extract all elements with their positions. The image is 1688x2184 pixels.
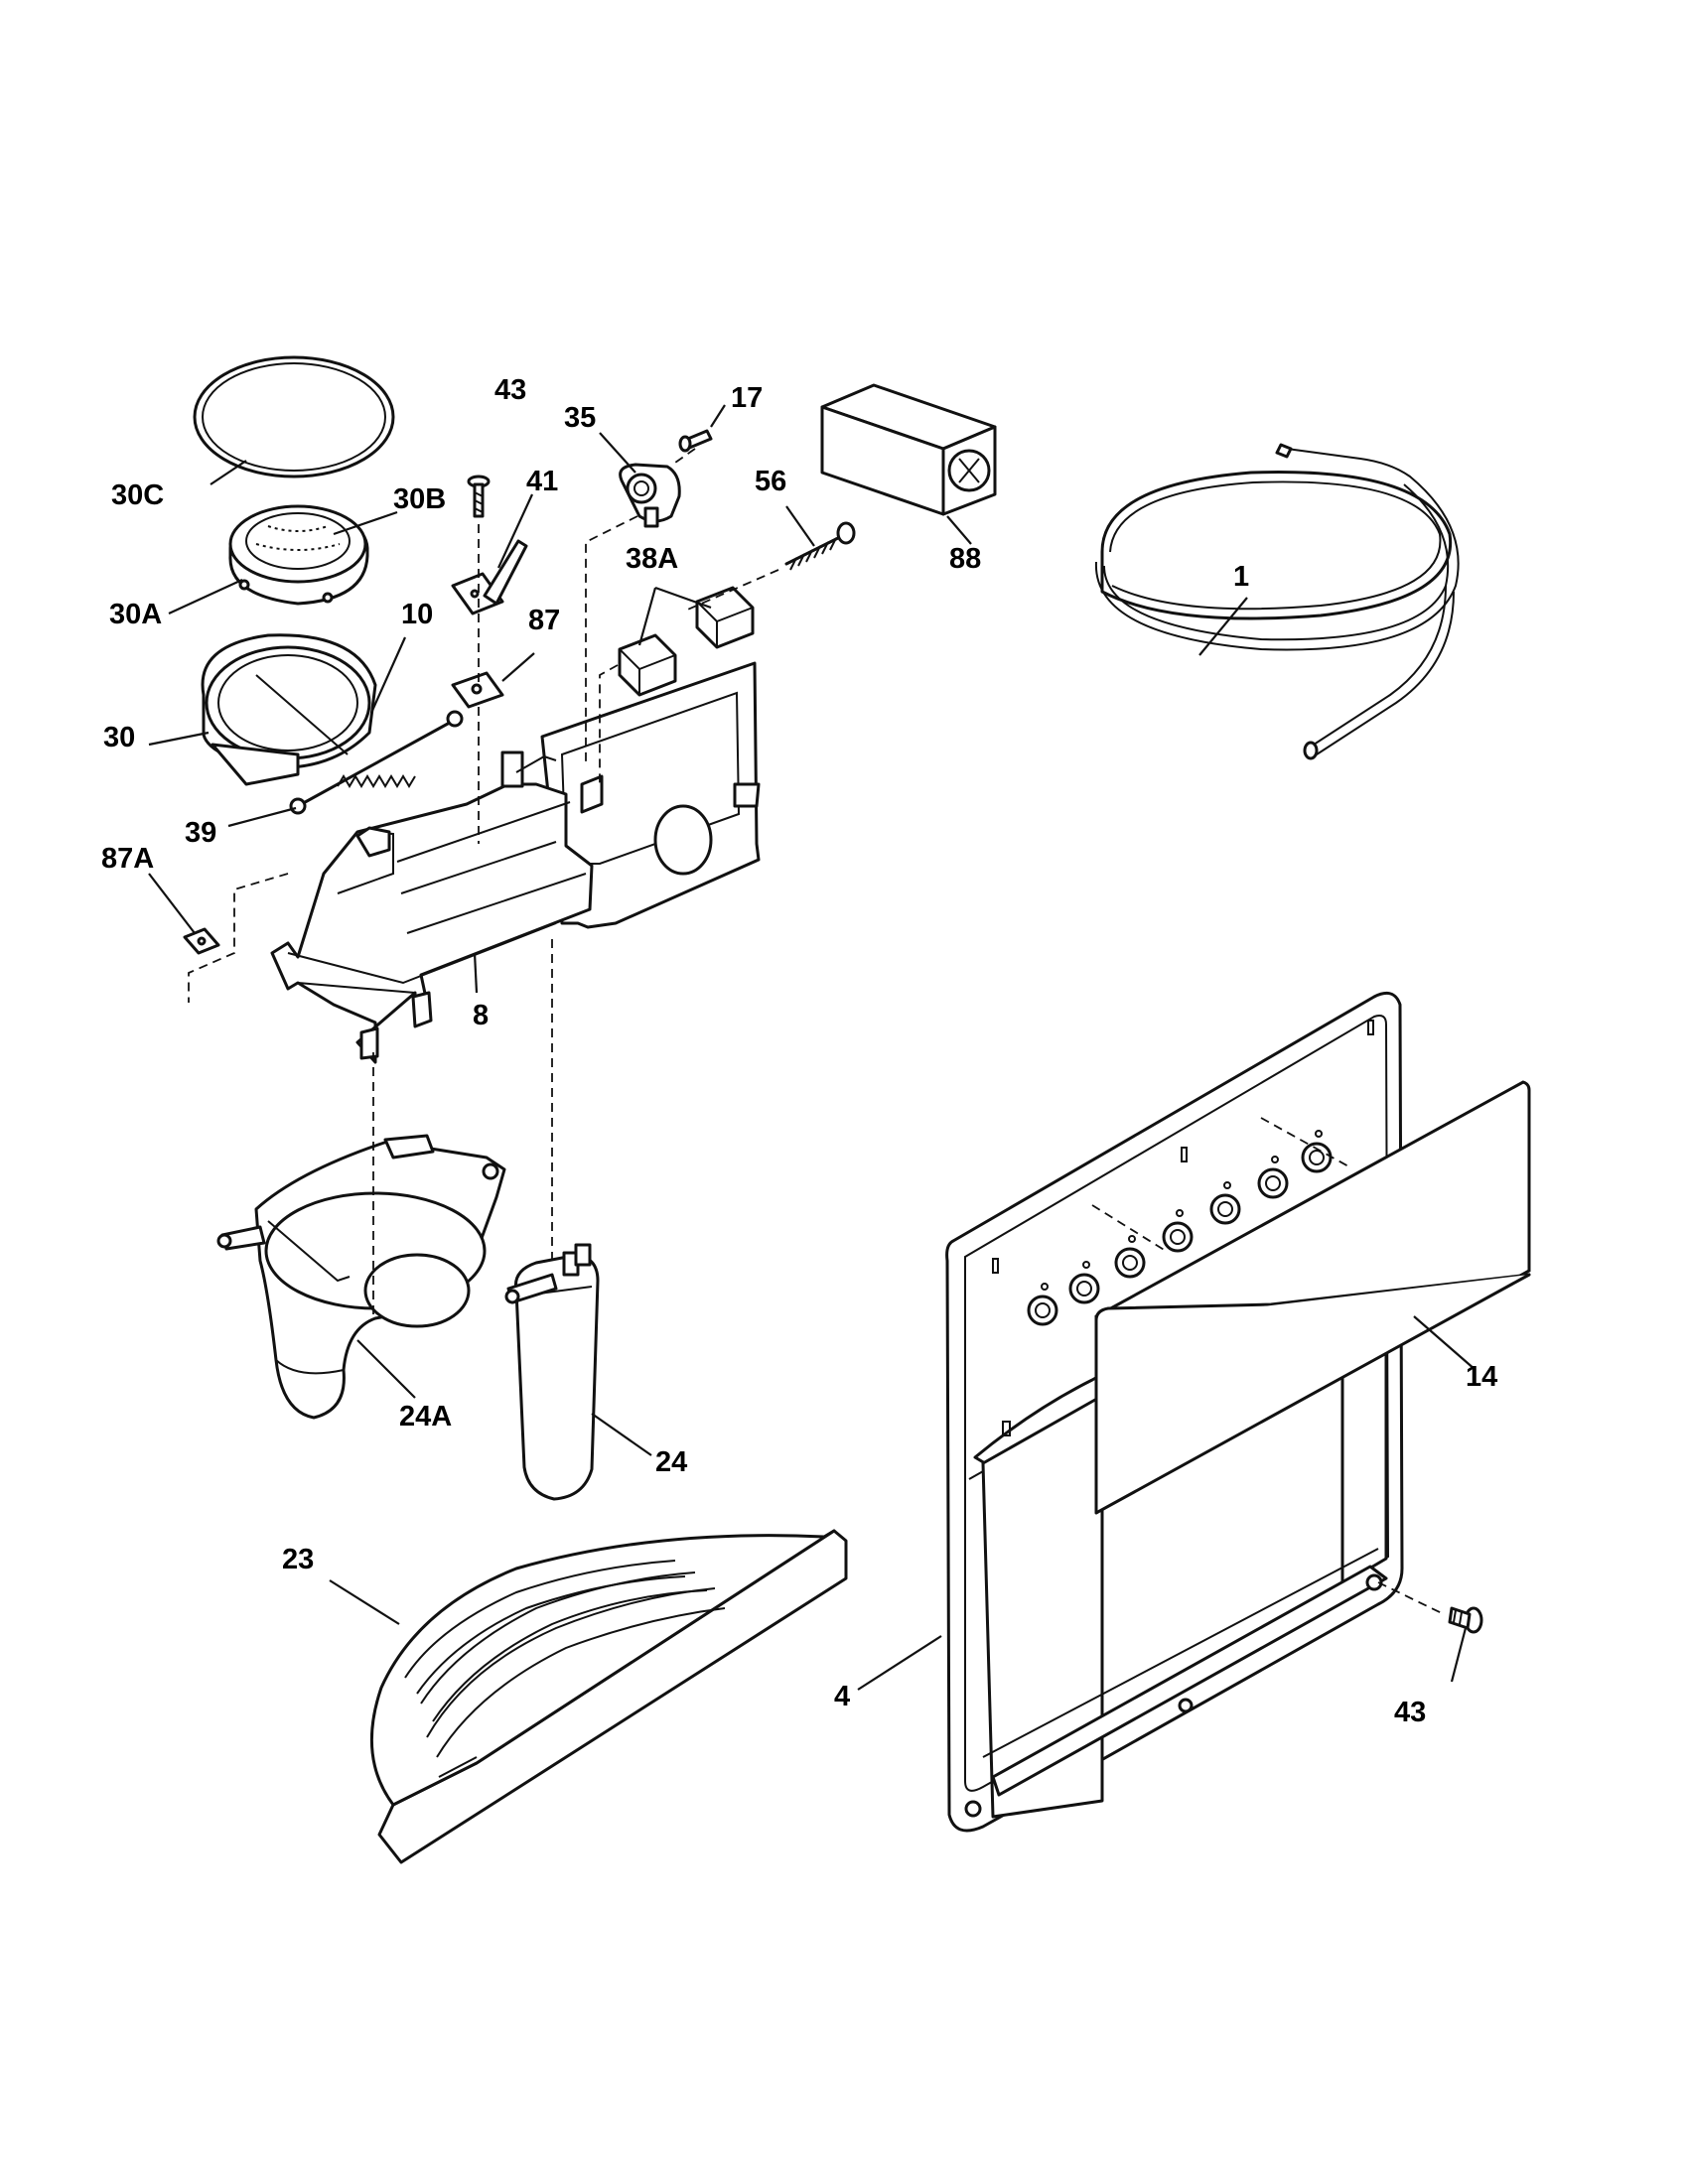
part-24-water-door[interactable]: [504, 1243, 600, 1501]
part-1-tubing-coil[interactable]: [1094, 443, 1460, 760]
callout-41: 41: [526, 466, 558, 497]
part-30c-gasket-ring[interactable]: [193, 355, 395, 478]
part-23-drip-tray[interactable]: [369, 1529, 848, 1864]
callout-30: 30: [103, 722, 135, 753]
callout-35: 35: [564, 402, 596, 434]
part-56-long-screw[interactable]: [784, 521, 856, 571]
callout-labels: 43 35 17 41 56 30C 30B 88 30A 38A 10 87 …: [101, 374, 1497, 1728]
part-87-bracket[interactable]: [451, 671, 504, 709]
callout-38a: 38A: [626, 543, 678, 575]
part-14-overlay-panel[interactable]: [1094, 1080, 1531, 1515]
part-43-screw-top[interactable]: [467, 475, 491, 518]
callout-4: 4: [834, 1681, 850, 1712]
callout-8: 8: [473, 1000, 489, 1031]
callout-17: 17: [731, 382, 763, 414]
callout-43-bottom: 43: [1394, 1697, 1426, 1728]
part-88-control-box[interactable]: [820, 383, 997, 516]
part-87a-tab[interactable]: [183, 927, 220, 955]
callout-30c: 30C: [111, 479, 164, 511]
callout-87a: 87A: [101, 843, 154, 875]
callout-1: 1: [1233, 561, 1249, 593]
part-17-screw[interactable]: [678, 429, 713, 453]
part-8-dispenser-housing[interactable]: [270, 661, 761, 1064]
callout-88: 88: [949, 543, 981, 575]
part-30a-lid[interactable]: [228, 504, 369, 606]
part-35-switch[interactable]: [619, 463, 681, 528]
part-38a-switches[interactable]: [618, 586, 755, 697]
callout-30b: 30B: [393, 483, 446, 515]
callout-56: 56: [755, 466, 786, 497]
alignment-lines: [188, 448, 1445, 1615]
part-43-screw-bottom[interactable]: [1448, 1606, 1483, 1634]
callout-87: 87: [528, 605, 560, 636]
part-30-chute-frame[interactable]: [201, 633, 377, 786]
leader-lines: [148, 404, 1477, 1691]
part-24a-ice-funnel[interactable]: [216, 1134, 506, 1420]
part-41-clip[interactable]: [451, 539, 528, 615]
callout-24: 24: [655, 1446, 687, 1478]
callout-23: 23: [282, 1544, 314, 1575]
callout-39: 39: [185, 817, 216, 849]
callout-30a: 30A: [109, 599, 162, 630]
callout-24a: 24A: [399, 1401, 452, 1433]
callout-43-top: 43: [494, 374, 526, 406]
callout-10: 10: [401, 599, 433, 630]
callout-14: 14: [1466, 1361, 1497, 1393]
